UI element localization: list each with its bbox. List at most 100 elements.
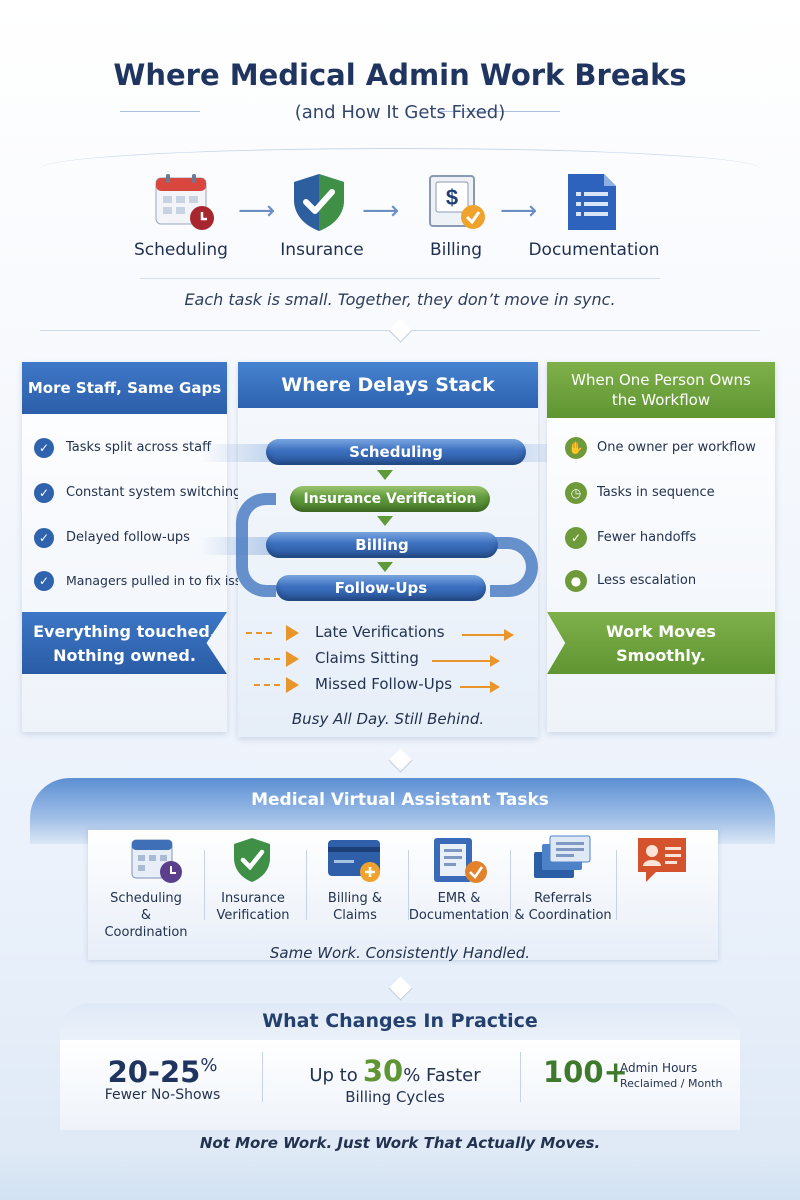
check-icon: ✓ (565, 527, 587, 549)
flow-arrow-icon: ⟶ (500, 196, 538, 226)
stat-suffix: % (200, 1055, 218, 1076)
delay-item: Missed Follow-Ups (315, 675, 453, 693)
va-task-label: Insurance Verification (206, 890, 300, 924)
flow-tagline: Each task is small. Together, they don’t… (184, 290, 616, 309)
va-task-line2: Documentation (408, 908, 510, 923)
arrow-down-icon (377, 562, 393, 572)
check-icon: ✓ (34, 483, 54, 503)
stat-value: 20-25 (107, 1055, 201, 1089)
va-task-line2: Verification (216, 908, 290, 923)
check-icon: ✓ (34, 528, 54, 548)
billing-document-icon: $ (426, 172, 488, 238)
shield-check-icon (288, 172, 350, 238)
orange-arrow-icon (432, 655, 500, 667)
emr-check-icon (432, 836, 490, 890)
svg-text:$: $ (446, 185, 458, 210)
pipe-insurance-verification: Insurance Verification (290, 486, 490, 512)
folders-icon (532, 834, 592, 886)
dash-marks (254, 658, 280, 660)
arrow-down-icon (377, 516, 393, 526)
right-ribbon-line1: Work Moves (606, 622, 716, 641)
va-task-label: Scheduling & Coordination (98, 890, 194, 941)
orange-arrow-icon (462, 629, 514, 641)
middle-panel-footer: Busy All Day. Still Behind. (291, 710, 485, 728)
va-tagline: Same Work. Consistently Handled. (269, 944, 531, 962)
check-icon: ✓ (34, 438, 54, 458)
stat-label-line1: Admin Hours (620, 1061, 698, 1075)
results-title: What Changes In Practice (262, 1010, 538, 1032)
orange-arrow-icon (460, 681, 500, 693)
results-divider (262, 1052, 263, 1102)
pipe-billing: Billing (266, 532, 498, 558)
right-item: Fewer handoffs (597, 530, 697, 545)
right-item: Less escalation (597, 573, 697, 588)
right-item: Tasks in sequence (597, 485, 715, 500)
page-subtitle: (and How It Gets Fixed) (294, 102, 506, 123)
left-item: Constant system switching (66, 485, 242, 500)
results-divider (520, 1052, 521, 1102)
right-ribbon: Work Moves Smoothly. (547, 612, 775, 674)
va-task-line1: Insurance (221, 891, 285, 906)
calendar-icon (154, 172, 216, 238)
left-ribbon: Everything touched. Nothing owned. (22, 612, 227, 674)
right-ribbon-line2: Smoothly. (616, 646, 706, 665)
va-task-panel (88, 830, 718, 960)
left-ribbon-line2: Nothing owned. (53, 646, 196, 665)
stat-value: 30 (362, 1054, 404, 1088)
right-panel-title-line2: the Workflow (611, 391, 711, 409)
pipe-follow-ups: Follow-Ups (276, 575, 486, 601)
va-task-label: Billing & Claims (308, 890, 402, 924)
left-panel (22, 362, 227, 732)
stat-billing: Up to 30% Faster Billing Cycles (290, 1054, 500, 1106)
play-icon (286, 677, 299, 693)
clock-icon: ◷ (565, 482, 587, 504)
va-divider (408, 850, 409, 920)
flow-label-billing: Billing (429, 240, 483, 260)
footer-cloud (0, 1150, 800, 1200)
va-task-line2: & Coordination (514, 908, 612, 923)
stat-label: Fewer No-Shows (104, 1087, 221, 1103)
va-task-line1: Scheduling (110, 891, 182, 906)
delay-item: Late Verifications (315, 623, 445, 641)
stat-admin-hours-label: Admin Hours Reclaimed / Month (620, 1061, 722, 1091)
stat-label-line2: Reclaimed / Month (620, 1077, 723, 1090)
contact-card-icon (636, 834, 690, 892)
hand-icon: ✋ (565, 437, 587, 459)
va-task-label: Referrals & Coordination (512, 890, 614, 924)
dash-marks (246, 632, 272, 634)
left-item: Tasks split across staff (66, 440, 212, 455)
middle-panel-title: Where Delays Stack (238, 362, 538, 408)
right-panel-title: When One Person Owns the Workflow (547, 362, 775, 418)
pipe-scheduling: Scheduling (266, 439, 526, 465)
right-item: One owner per workflow (597, 440, 756, 455)
stat-suffix: % Faster (403, 1065, 481, 1086)
va-task-line1: Referrals (534, 891, 592, 906)
check-icon: ✓ (34, 571, 54, 591)
va-divider (306, 850, 307, 920)
delay-item: Claims Sitting (315, 649, 419, 667)
left-panel-title: More Staff, Same Gaps (22, 362, 227, 414)
left-ribbon-line1: Everything touched. (33, 622, 216, 641)
chevron-down-icon (388, 318, 413, 343)
va-task-line2: & Coordination (104, 908, 188, 940)
chevron-down-icon (388, 976, 413, 1001)
play-icon (286, 651, 299, 667)
left-item: Delayed follow-ups (66, 530, 190, 545)
dash-marks (254, 684, 280, 686)
play-icon (286, 625, 299, 641)
subtitle-rule-left (120, 111, 200, 112)
header-arc-divider (40, 148, 760, 189)
flow-label-insurance: Insurance (280, 240, 364, 260)
va-task-line1: EMR & (437, 891, 481, 906)
arrow-down-icon (377, 470, 393, 480)
va-title: Medical Virtual Assistant Tasks (251, 790, 549, 810)
va-task-label: EMR & Documentation (408, 890, 510, 924)
document-list-icon (564, 172, 626, 238)
stat-value: 100+ (543, 1055, 628, 1089)
page-title: Where Medical Admin Work Breaks (113, 58, 687, 92)
flow-label-documentation: Documentation (528, 240, 660, 260)
va-task-line2: Claims (333, 908, 377, 923)
va-task-line1: Billing & (327, 891, 383, 906)
flow-arrow-icon: ⟶ (238, 196, 276, 226)
subtitle-rule-right (440, 111, 560, 112)
